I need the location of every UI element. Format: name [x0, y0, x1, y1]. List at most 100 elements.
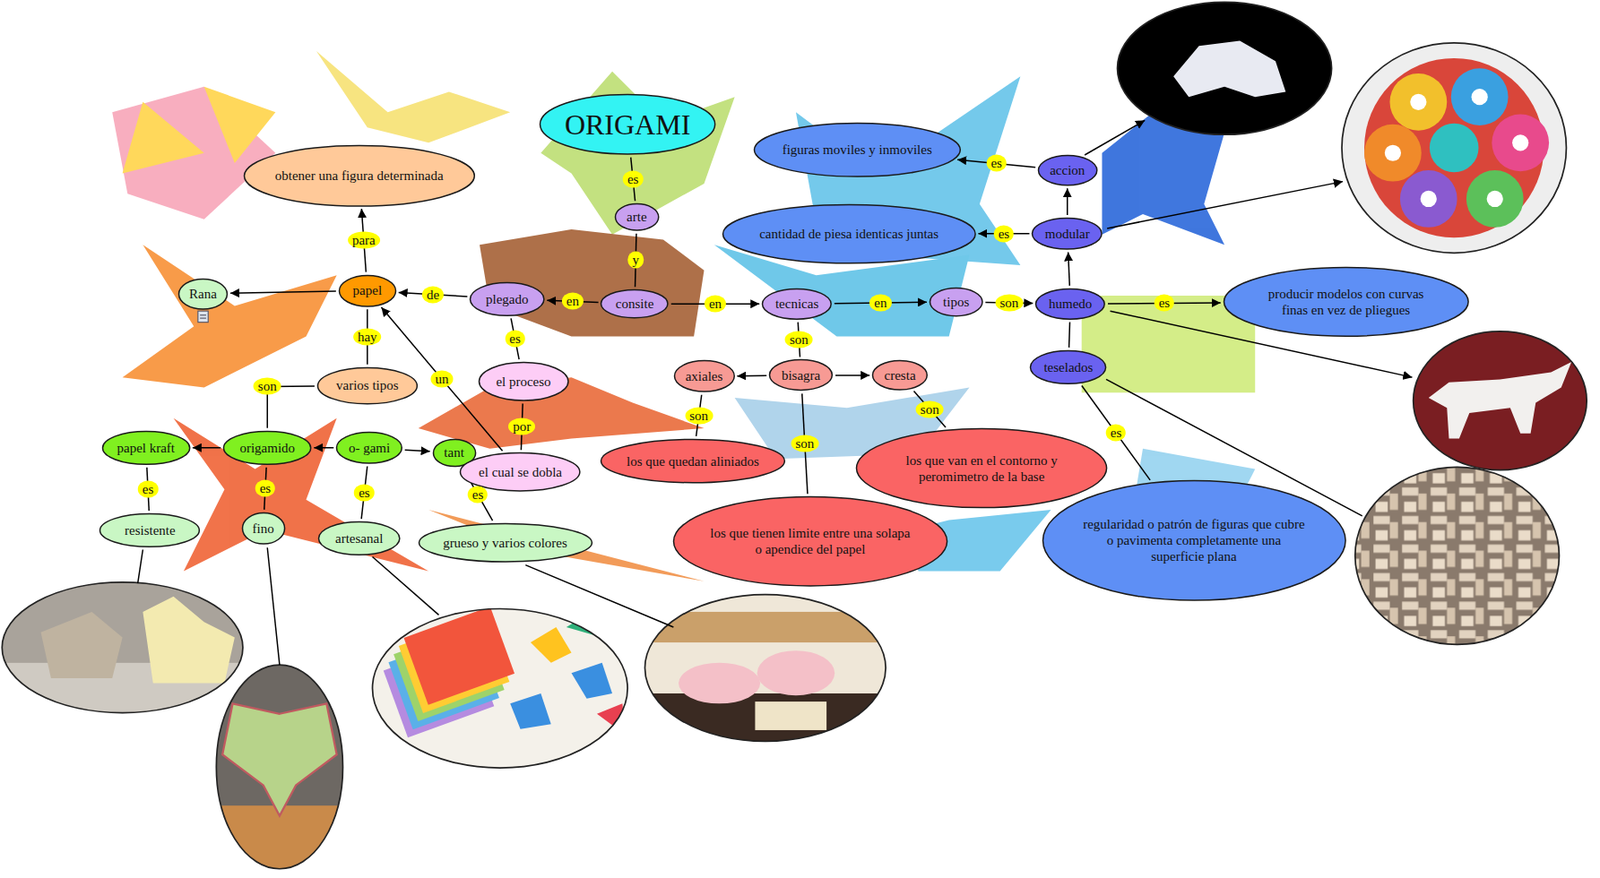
- concept-ellipse: varios tipos: [316, 366, 419, 406]
- text-group: cresta: [884, 367, 917, 384]
- photo-frog: [1117, 1, 1332, 135]
- node-text: grueso y varios colores: [442, 535, 568, 552]
- node-text: artesanal: [335, 530, 383, 547]
- link-word: es: [1106, 424, 1127, 442]
- ellipse-outline: [418, 523, 592, 563]
- ellipse-outline: [722, 204, 976, 263]
- ellipse-outline: [317, 367, 417, 404]
- node-text: regularidad o patrón de figuras que cubr…: [1081, 516, 1306, 565]
- ellipse-outline: [1037, 155, 1097, 186]
- rana-icon: [199, 318, 207, 320]
- connector: [1066, 188, 1069, 216]
- node-text: tipos: [942, 294, 969, 311]
- photo-kusudama: [1341, 43, 1566, 253]
- ellipse-outline: [1042, 481, 1346, 602]
- text-group: o- gami: [348, 440, 390, 457]
- ellipse-outline: [1223, 268, 1469, 338]
- photo-paper: [404, 606, 516, 706]
- concept-ellipse: plegado: [468, 281, 545, 318]
- text-group: tecnicas: [775, 295, 819, 312]
- concept-ellipse: o- gami: [335, 431, 404, 466]
- node-text: varios tipos: [336, 377, 399, 394]
- text-group: teselados: [1043, 359, 1093, 376]
- text-group: obtener una figura determinada: [275, 167, 444, 184]
- leader-line: [1084, 120, 1145, 156]
- link-word: son: [253, 378, 282, 396]
- link-word: son: [790, 435, 819, 453]
- link-word: es: [1154, 294, 1176, 312]
- link-word: es: [622, 170, 644, 188]
- node-text: humedo: [1048, 295, 1092, 312]
- concept-ellipse: resistente: [98, 512, 201, 549]
- photo-tessellation: [1355, 467, 1560, 645]
- photo-pigs: [678, 663, 761, 705]
- ellipse-outline: [102, 431, 190, 465]
- ellipse-outline: [540, 95, 716, 155]
- node-text: el proceso: [495, 373, 551, 390]
- ellipse-outline: [470, 282, 545, 316]
- link-word: es: [504, 330, 526, 348]
- photo-frog: [1112, 0, 1337, 143]
- text-group: los que van en el contorno y peromimetro…: [890, 452, 1074, 485]
- photo-pigs: [644, 595, 886, 743]
- text-group: producir modelos con curvas finas en vez…: [1256, 285, 1436, 319]
- concept-ellipse: Rana: [177, 277, 229, 311]
- concept-ellipse: cantidad de piesa identicas juntas: [721, 203, 978, 265]
- photo-paper: [367, 606, 633, 770]
- ellipse-outline: [243, 145, 475, 207]
- photo-kusudama: [1512, 134, 1529, 151]
- concept-ellipse: regularidad o patrón de figuras que cubr…: [1041, 479, 1348, 603]
- leader-line: [138, 549, 144, 584]
- leader-line: [1107, 181, 1343, 229]
- photo-tessellation: [1355, 467, 1560, 645]
- ellipse-outline: [478, 362, 568, 401]
- node-text: cresta: [884, 367, 917, 384]
- text-group: Rana: [189, 285, 217, 303]
- rana-icon: [198, 311, 208, 323]
- concept-ellipse: cresta: [871, 359, 929, 392]
- photo-paper: [530, 627, 572, 664]
- concept-ellipse: grueso y varios colores: [417, 522, 594, 564]
- photo-kusudama: [1487, 190, 1504, 208]
- background-origami: [428, 510, 704, 582]
- link-word: son: [785, 331, 813, 349]
- photo-kusudama: [1364, 58, 1544, 238]
- concept-ellipse: humedo: [1034, 287, 1107, 321]
- link-word: es: [985, 155, 1007, 173]
- text-group: papel kraft: [116, 440, 175, 457]
- photo-bull: [1408, 326, 1592, 480]
- photo-kusudama: [1471, 88, 1488, 105]
- photo-kusudama: [1364, 124, 1422, 182]
- connector: [405, 449, 431, 452]
- photo-pigs: [642, 591, 888, 745]
- concept-ellipse: el proceso: [477, 361, 570, 403]
- background-origami: [122, 102, 205, 174]
- ellipse-outline: [929, 287, 982, 316]
- photo-paper: [596, 703, 625, 735]
- ellipse-outline: [601, 290, 668, 319]
- connector: [914, 390, 947, 427]
- ellipse-outline: [1030, 350, 1107, 384]
- node-text: arte: [626, 208, 647, 225]
- concept-ellipse: tecnicas: [761, 287, 833, 321]
- photo-paper: [571, 663, 614, 700]
- photo-pigs: [754, 701, 827, 731]
- photo-pigs: [653, 693, 878, 745]
- node-text: papel: [353, 282, 382, 299]
- ellipse-outline: [242, 512, 285, 545]
- link-word: son: [684, 406, 713, 424]
- concept-ellipse: fino: [241, 511, 286, 546]
- concept-ellipse: los que tienen limite entre una solapa o…: [672, 495, 949, 588]
- ellipse-outline: [1222, 266, 1471, 338]
- concept-ellipse: axiales: [673, 359, 736, 394]
- node-text: tecnicas: [775, 295, 819, 312]
- ellipse-outline: [855, 427, 1108, 510]
- connectors: [147, 157, 1221, 522]
- link-word: por: [508, 418, 536, 436]
- node-text: los que tienen limite entre una solapa o…: [709, 525, 911, 558]
- photo-kusudama: [1400, 170, 1458, 228]
- concept-ellipse: los que van en el contorno y peromimetro…: [855, 427, 1108, 510]
- photo-animals: [41, 612, 123, 679]
- ellipse-outline: [769, 360, 833, 391]
- text-group: artesanal: [335, 530, 383, 547]
